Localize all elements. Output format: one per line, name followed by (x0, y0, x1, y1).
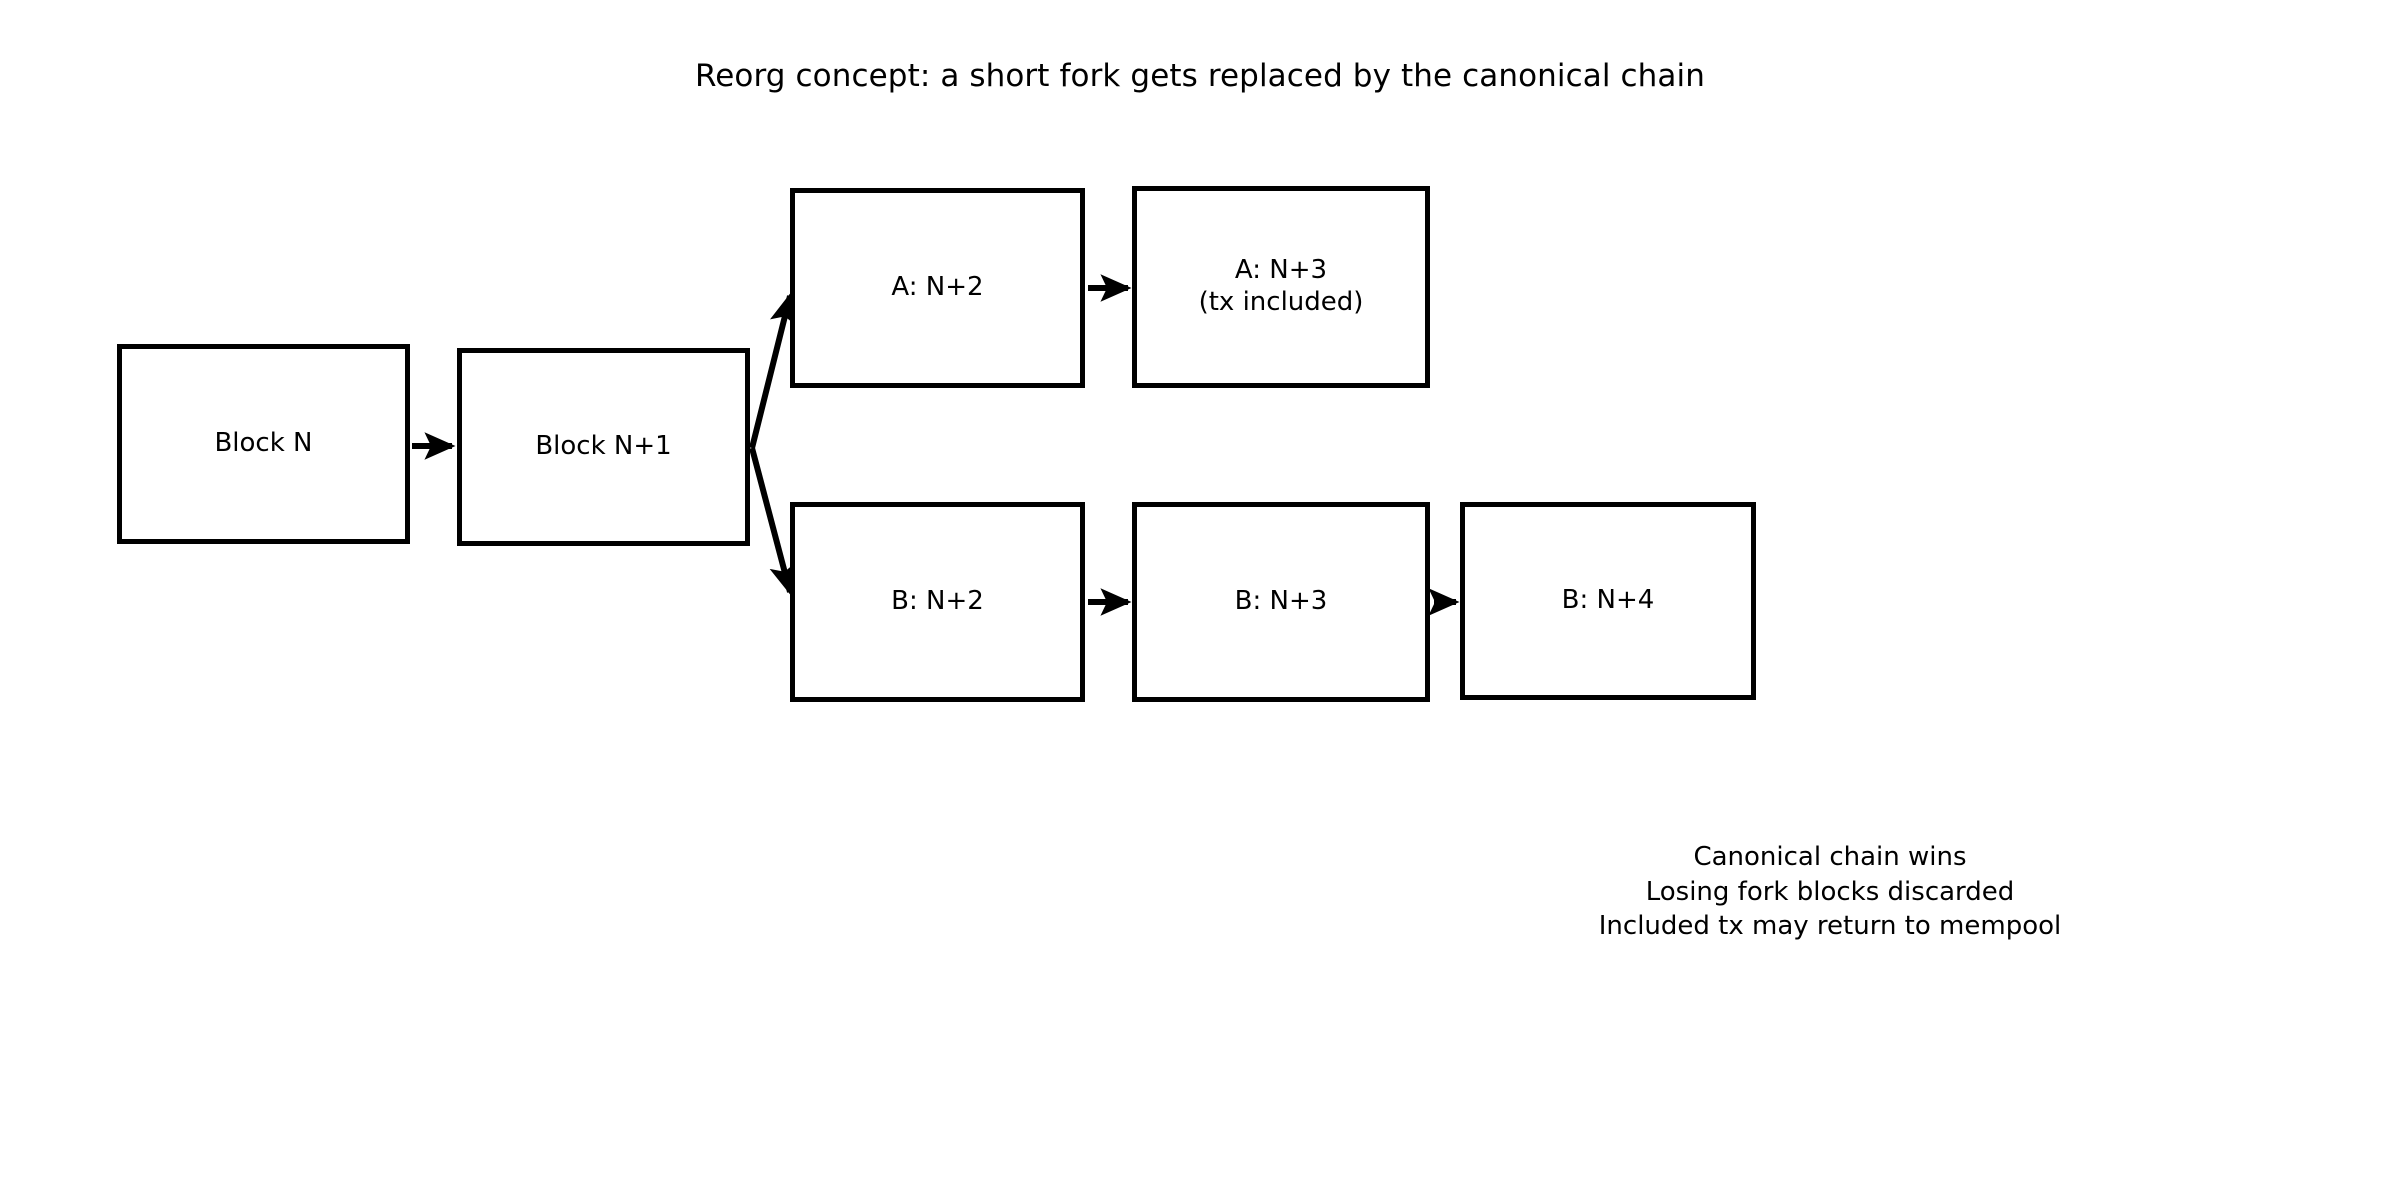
block-label: A: N+2 (891, 272, 984, 303)
block-label: B: N+3 (1234, 586, 1328, 617)
caption-line: Included tx may return to mempool (1598, 911, 2062, 942)
block-fork-b-n-plus-2[interactable]: B: N+2 (790, 502, 1085, 702)
block-label: B: N+2 (891, 586, 984, 617)
connector-arrow-n1-to-b2 (749, 447, 797, 596)
block-label: Block N (214, 428, 313, 459)
connector-arrow-n1-to-a2 (749, 292, 797, 449)
caption-line: Canonical chain wins (1693, 842, 1967, 872)
block-block-n[interactable]: Block N (117, 344, 410, 544)
block-fork-a-n-plus-2[interactable]: A: N+2 (790, 188, 1085, 388)
block-label: A: N+3 (tx included) (1198, 255, 1364, 317)
block-fork-b-n-plus-3[interactable]: B: N+3 (1132, 502, 1430, 702)
block-label: B: N+4 (1561, 585, 1655, 616)
page-title: Reorg concept: a short fork gets replace… (695, 58, 1705, 94)
block-fork-a-n-plus-3[interactable]: A: N+3 (tx included) (1132, 186, 1430, 388)
block-label: Block N+1 (535, 431, 672, 462)
caption-line: Losing fork blocks discarded (1645, 876, 2015, 907)
block-block-n-plus-1[interactable]: Block N+1 (457, 348, 750, 546)
block-fork-b-n-plus-4[interactable]: B: N+4 (1460, 502, 1756, 700)
